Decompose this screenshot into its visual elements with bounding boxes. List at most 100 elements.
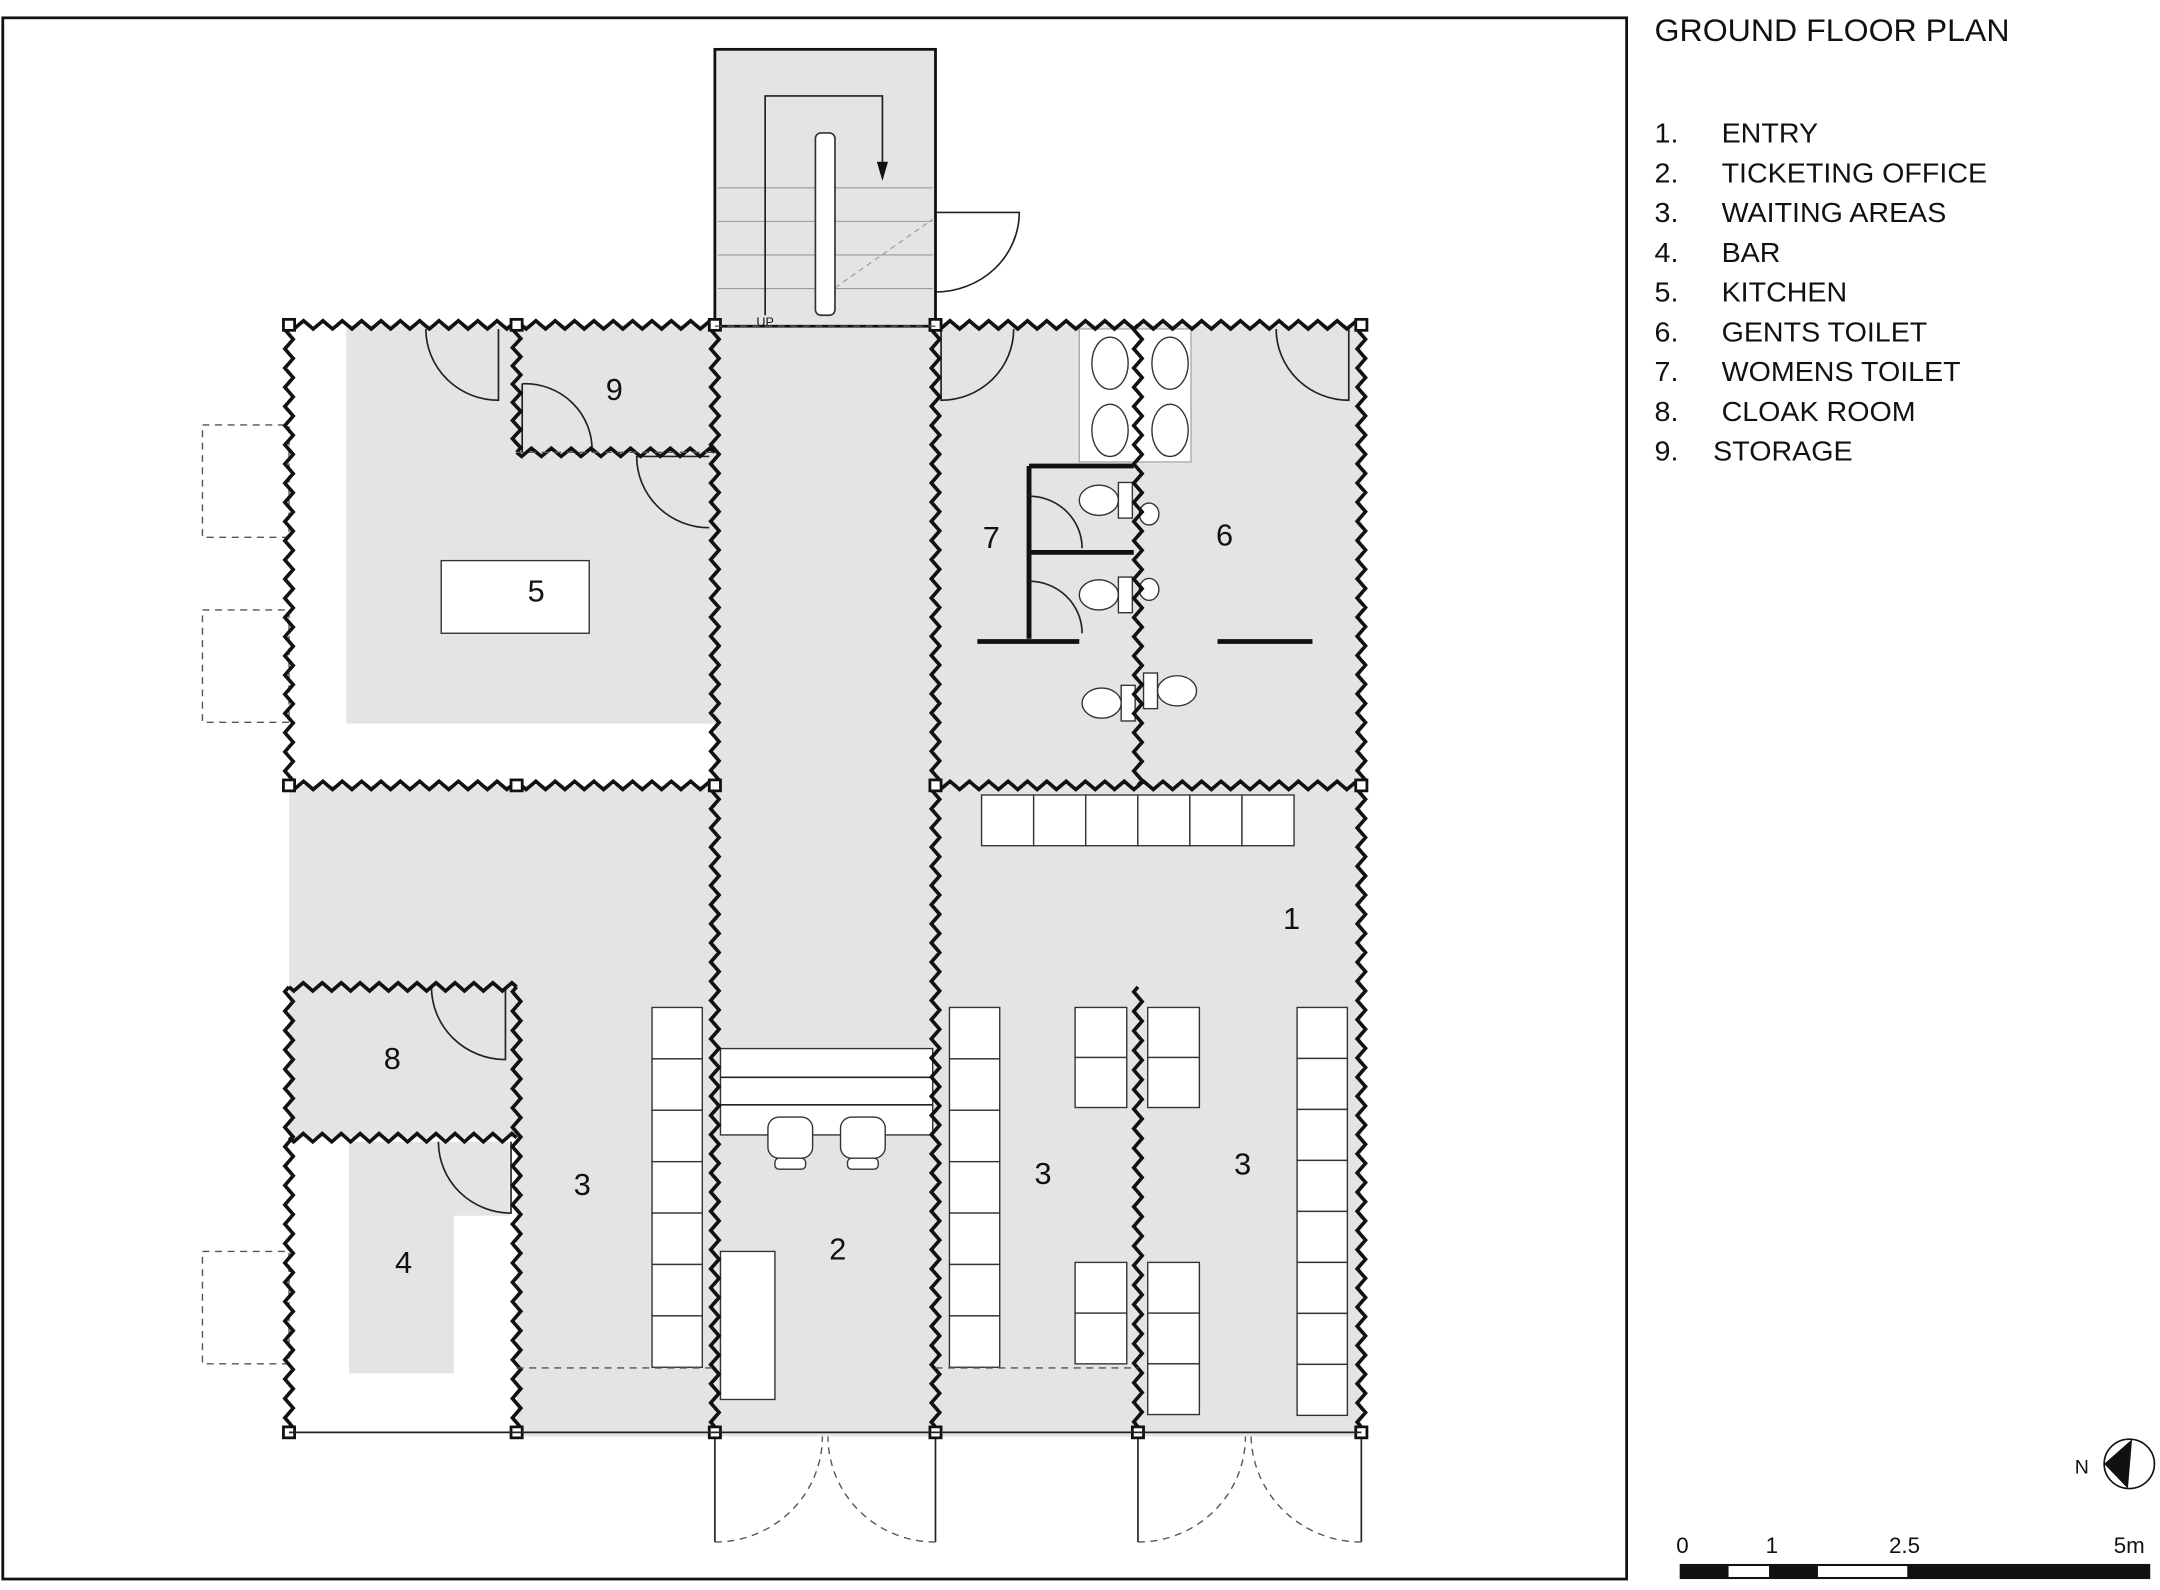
corner-post xyxy=(282,317,297,332)
door-swing xyxy=(714,1436,936,1543)
locker xyxy=(1189,794,1243,847)
legend-label: GENTS TOILET xyxy=(1722,317,1928,349)
seat xyxy=(948,1058,1001,1111)
seat xyxy=(1296,1108,1349,1162)
container-wall xyxy=(282,985,296,1434)
room-label-waiting: 3 xyxy=(1234,1148,1251,1182)
corner-post xyxy=(928,778,943,793)
lockers xyxy=(980,794,1295,847)
legend-number: 1. xyxy=(1655,118,1679,150)
corner-post xyxy=(509,317,524,332)
office-chair-icon xyxy=(767,1116,814,1170)
seat xyxy=(651,1212,704,1266)
seat xyxy=(948,1006,1001,1060)
container-wall xyxy=(1354,323,1368,1438)
kitchen-inner-door[interactable] xyxy=(635,455,710,529)
seat xyxy=(1147,1056,1201,1109)
seat xyxy=(948,1160,1001,1214)
deck-outline xyxy=(201,1250,290,1365)
locker xyxy=(980,794,1035,847)
toilet-partitions xyxy=(977,463,1313,644)
kitchen-counter-bottom xyxy=(289,723,708,786)
locker xyxy=(1241,794,1295,847)
stair-handrail xyxy=(814,132,836,317)
stair-direction-arrow xyxy=(764,95,884,316)
sink-icon xyxy=(1091,403,1129,458)
main-entrance-door[interactable] xyxy=(714,1436,937,1543)
legend-label: WOMENS TOILET xyxy=(1722,356,1961,388)
seat xyxy=(1074,1312,1128,1365)
corner-post xyxy=(509,778,524,793)
toilets xyxy=(1078,481,1198,722)
scale-label: 1 xyxy=(1766,1533,1778,1558)
storage-door[interactable] xyxy=(521,382,593,453)
waiting-seats xyxy=(651,1006,1349,1417)
stair-wall xyxy=(713,47,937,328)
corner-post xyxy=(707,778,722,793)
cloak-door[interactable] xyxy=(430,986,507,1061)
kitchen-island xyxy=(440,559,590,634)
bar-door[interactable] xyxy=(437,1141,512,1214)
seat xyxy=(1074,1056,1128,1109)
seat xyxy=(1296,1312,1349,1366)
stair-cut-line xyxy=(834,218,934,289)
legend-label: BAR xyxy=(1722,237,1781,269)
kitchen-door[interactable] xyxy=(425,328,500,402)
seat xyxy=(948,1315,1001,1368)
stair-door[interactable] xyxy=(935,211,1021,293)
cubicle-door[interactable] xyxy=(1029,495,1083,634)
legend: 1. ENTRY 2. TICKETING OFFICE 3. WAITING … xyxy=(1655,118,1988,468)
container-wall xyxy=(510,985,524,1434)
room-label-storage: 9 xyxy=(606,373,623,407)
seat xyxy=(651,1263,704,1317)
container-wall xyxy=(1131,323,1145,787)
seat xyxy=(1296,1261,1349,1315)
corner-post xyxy=(928,317,943,332)
seat xyxy=(1147,1261,1201,1314)
seat xyxy=(1296,1006,1349,1060)
container-wall xyxy=(282,323,296,787)
legend-label: ENTRY xyxy=(1722,118,1819,150)
legend-label: STORAGE xyxy=(1713,436,1852,468)
room-label-womens: 7 xyxy=(983,521,1000,555)
office-chair-icon xyxy=(839,1116,886,1170)
locker xyxy=(1137,794,1191,847)
container-wall xyxy=(708,323,722,1438)
seat xyxy=(651,1160,704,1214)
scale-bar xyxy=(1679,1563,2151,1580)
container-wall xyxy=(515,445,717,459)
legend-number: 4. xyxy=(1655,237,1679,269)
sink-icon xyxy=(1151,403,1189,458)
legend-label: CLOAK ROOM xyxy=(1722,396,1916,428)
plan-title: GROUND FLOOR PLAN xyxy=(1655,12,2010,48)
room-label-gents: 6 xyxy=(1216,519,1233,553)
ticket-desk xyxy=(719,1250,776,1401)
legend-label: TICKETING OFFICE xyxy=(1722,158,1988,190)
seat xyxy=(1147,1312,1201,1365)
seat xyxy=(651,1058,704,1111)
scale-label: 5m xyxy=(2114,1533,2145,1558)
container-wall xyxy=(287,980,518,994)
entry-door[interactable] xyxy=(1137,1436,1363,1543)
seat xyxy=(948,1212,1001,1266)
seat xyxy=(1147,1363,1201,1416)
toilet-icon xyxy=(1142,672,1198,710)
drawing-frame xyxy=(1,16,1629,1581)
seat xyxy=(1296,1210,1349,1264)
gents-toilet-door[interactable] xyxy=(1275,328,1350,402)
sinks xyxy=(1091,336,1189,458)
container-wall xyxy=(509,323,524,454)
container-wall xyxy=(928,323,943,1438)
corner-post xyxy=(1354,778,1369,793)
legend-number: 8. xyxy=(1655,396,1679,428)
kitchen-counter-side xyxy=(289,324,347,786)
seat xyxy=(651,1006,704,1060)
room-label-ticketing: 2 xyxy=(829,1233,846,1267)
north-arrow-icon xyxy=(2103,1438,2156,1490)
deck-outline xyxy=(201,424,290,538)
legend-number: 2. xyxy=(1655,158,1679,190)
toilet-icon xyxy=(1078,576,1134,614)
locker xyxy=(1085,794,1139,847)
womens-toilet-door[interactable] xyxy=(940,328,1015,402)
